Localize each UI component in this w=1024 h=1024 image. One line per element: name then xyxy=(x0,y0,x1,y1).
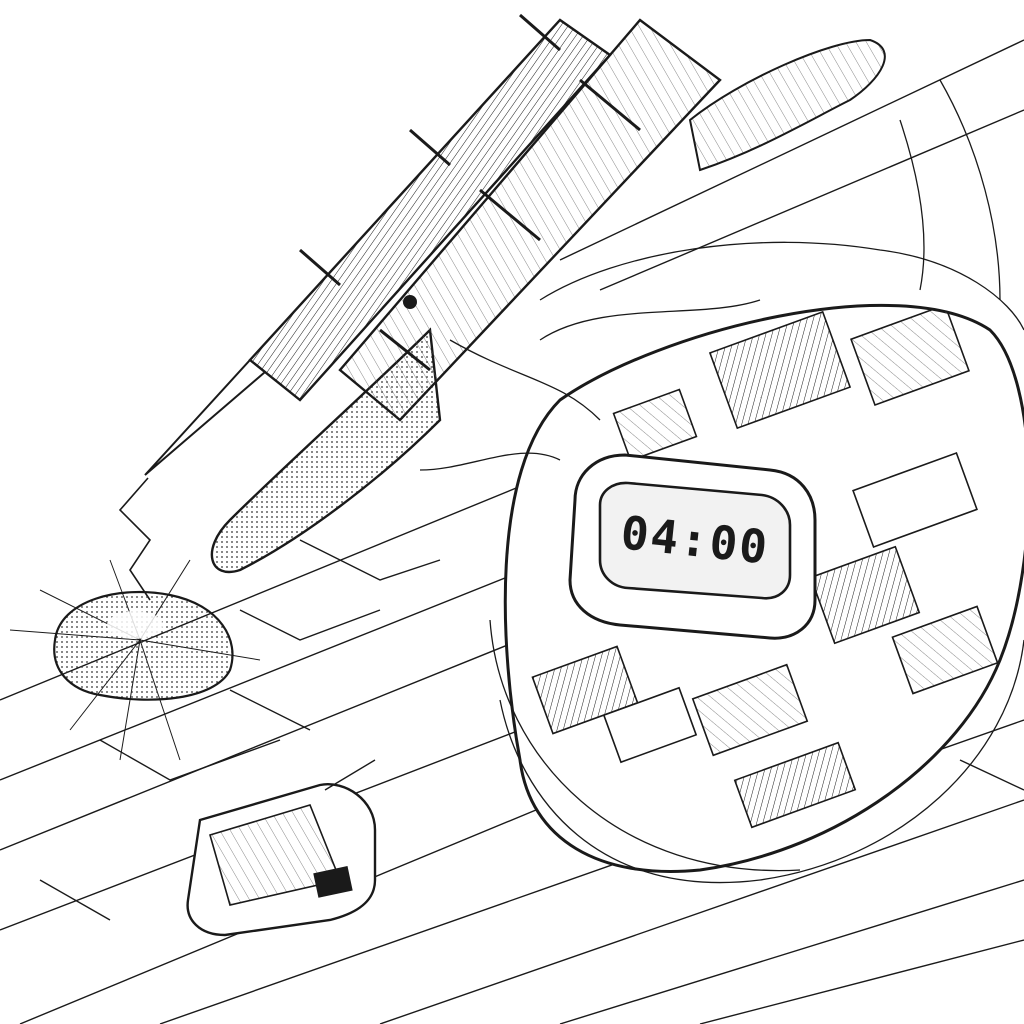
stylus-pen-right xyxy=(338,18,722,422)
glowing-tissue-blob xyxy=(9,559,261,761)
digital-display-module: 04:00 xyxy=(568,453,817,640)
implant-chip xyxy=(186,759,377,937)
tip-wire xyxy=(118,477,152,601)
